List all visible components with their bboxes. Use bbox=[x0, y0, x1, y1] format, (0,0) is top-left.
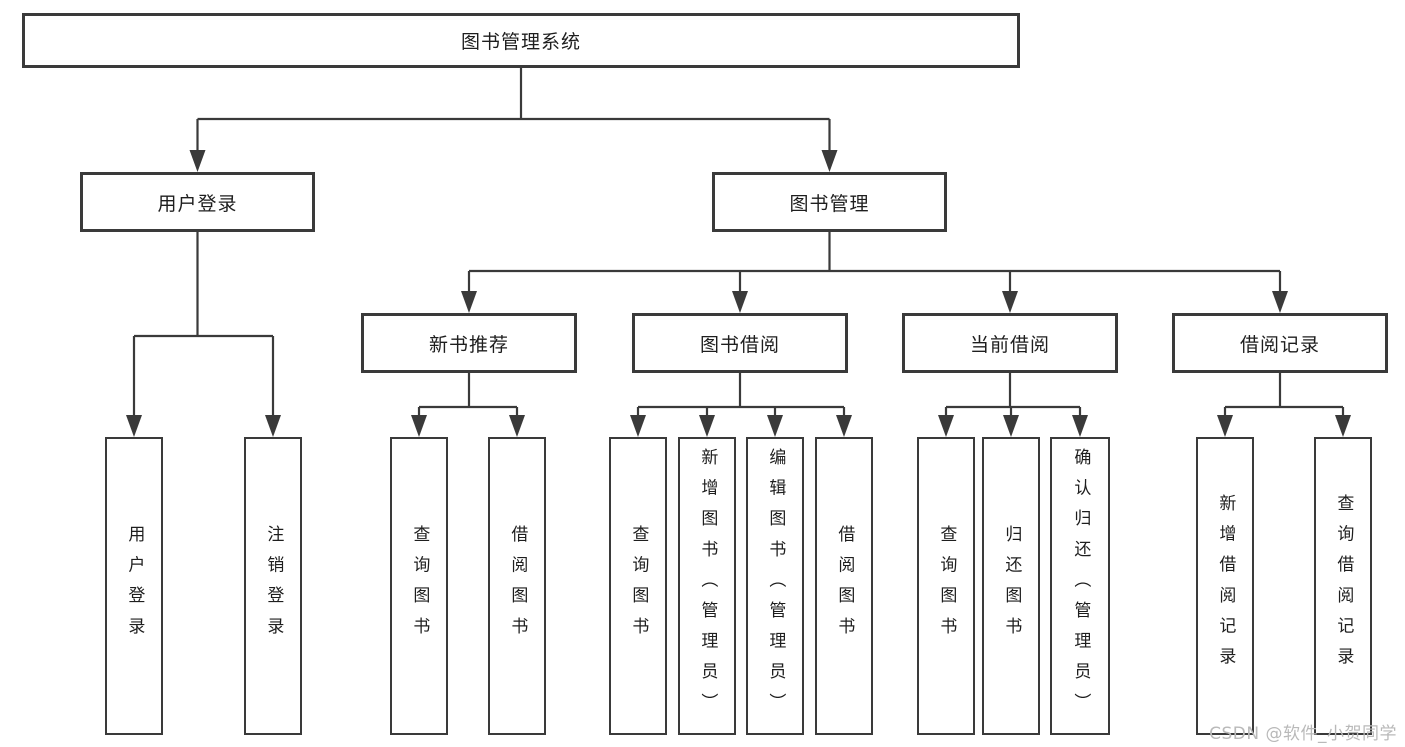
connector-book-borrow-to-leaves bbox=[630, 373, 852, 437]
leaf-label: 借阅图书 bbox=[507, 524, 528, 648]
node-label: 用户登录 bbox=[157, 192, 238, 215]
node-book-borrowing: 图书借阅 bbox=[632, 313, 848, 373]
arrowhead-icon bbox=[1335, 415, 1351, 437]
node-root-book-management-system: 图书管理系统 bbox=[22, 13, 1020, 68]
arrowhead-icon bbox=[189, 150, 206, 172]
leaf-add-books-admin: 新增图书（管理员） bbox=[678, 437, 736, 735]
leaf-query-books-borrow: 查询图书 bbox=[609, 437, 667, 735]
arrowhead-icon bbox=[699, 415, 715, 437]
arrowhead-icon bbox=[509, 415, 525, 437]
leaf-label: 确认归还（管理员） bbox=[1070, 448, 1091, 724]
arrowhead-icon bbox=[630, 415, 646, 437]
leaf-label: 查询图书 bbox=[936, 524, 957, 648]
leaf-label: 查询借阅记录 bbox=[1333, 494, 1354, 678]
leaf-label: 新增图书（管理员） bbox=[697, 448, 718, 724]
leaf-query-books-current: 查询图书 bbox=[917, 437, 975, 735]
arrowhead-icon bbox=[1003, 415, 1019, 437]
leaf-label: 归还图书 bbox=[1001, 524, 1022, 648]
arrowhead-icon bbox=[126, 415, 142, 437]
connector-book-management-to-level3 bbox=[461, 232, 1288, 313]
leaf-query-borrow-record: 查询借阅记录 bbox=[1314, 437, 1372, 735]
leaf-borrow-books-recommend: 借阅图书 bbox=[488, 437, 546, 735]
leaf-label: 用户登录 bbox=[124, 524, 145, 648]
node-label: 图书管理 bbox=[789, 192, 870, 215]
leaf-label: 编辑图书（管理员） bbox=[765, 448, 786, 724]
connector-root-to-level2 bbox=[189, 68, 838, 172]
node-label: 新书推荐 bbox=[428, 333, 509, 356]
arrowhead-icon bbox=[1272, 291, 1288, 313]
leaf-label: 查询图书 bbox=[628, 524, 649, 648]
node-current-borrowing: 当前借阅 bbox=[902, 313, 1118, 373]
node-label: 图书借阅 bbox=[699, 333, 780, 356]
node-label: 借阅记录 bbox=[1239, 333, 1320, 356]
node-new-book-recommendation: 新书推荐 bbox=[361, 313, 577, 373]
arrowhead-icon bbox=[836, 415, 852, 437]
leaf-label: 查询图书 bbox=[409, 524, 430, 648]
leaf-label: 新增借阅记录 bbox=[1215, 494, 1236, 678]
node-borrowing-records: 借阅记录 bbox=[1172, 313, 1388, 373]
arrowhead-icon bbox=[411, 415, 427, 437]
arrowhead-icon bbox=[821, 150, 838, 172]
leaf-label: 注销登录 bbox=[263, 524, 284, 648]
csdn-watermark: CSDN @软件_小贺同学 bbox=[1209, 724, 1397, 744]
connector-user-login-to-leaves bbox=[126, 232, 281, 437]
arrowhead-icon bbox=[1217, 415, 1233, 437]
leaf-logout: 注销登录 bbox=[244, 437, 302, 735]
leaf-add-borrow-record: 新增借阅记录 bbox=[1196, 437, 1254, 735]
node-user-login: 用户登录 bbox=[80, 172, 315, 232]
arrowhead-icon bbox=[1072, 415, 1088, 437]
node-book-management: 图书管理 bbox=[712, 172, 947, 232]
leaf-confirm-return-admin: 确认归还（管理员） bbox=[1050, 437, 1110, 735]
arrowhead-icon bbox=[461, 291, 477, 313]
connector-new-book-to-leaves bbox=[411, 373, 525, 437]
leaf-borrow-books: 借阅图书 bbox=[815, 437, 873, 735]
leaf-return-books: 归还图书 bbox=[982, 437, 1040, 735]
connector-borrow-records-to-leaves bbox=[1217, 373, 1351, 437]
arrowhead-icon bbox=[265, 415, 281, 437]
connector-current-borrow-to-leaves bbox=[938, 373, 1088, 437]
arrowhead-icon bbox=[767, 415, 783, 437]
arrowhead-icon bbox=[732, 291, 748, 313]
leaf-query-books-recommend: 查询图书 bbox=[390, 437, 448, 735]
leaf-user-login: 用户登录 bbox=[105, 437, 163, 735]
arrowhead-icon bbox=[938, 415, 954, 437]
node-label: 当前借阅 bbox=[969, 333, 1050, 356]
node-label: 图书管理系统 bbox=[460, 31, 581, 53]
leaf-label: 借阅图书 bbox=[834, 524, 855, 648]
leaf-edit-books-admin: 编辑图书（管理员） bbox=[746, 437, 804, 735]
arrowhead-icon bbox=[1002, 291, 1018, 313]
